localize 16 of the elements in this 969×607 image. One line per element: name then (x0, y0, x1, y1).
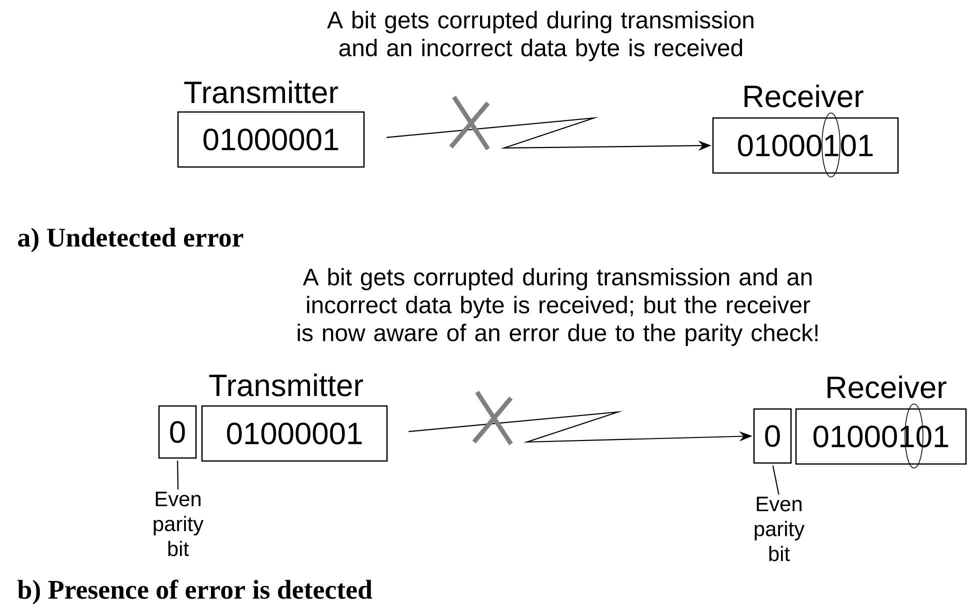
box-heading: Transmitter (184, 80, 338, 104)
box-heading: Receiver (828, 376, 946, 398)
leader-line (177, 460, 179, 490)
annotation-text: Even parity bit (754, 496, 805, 562)
caption: A bit gets corrupted during transmission and an incorrect data byte is received; but the receiver is now aware of an error due to the parity check! (298, 268, 818, 346)
section-heading: b) Presence of error is detected (18, 580, 372, 604)
data-box: 0 (158, 405, 197, 459)
data-box: 01000001 (201, 405, 388, 462)
caption: A bit gets corrupted during transmission and an incorrect data byte is received (327, 10, 754, 62)
data-box: 01000001 (177, 111, 365, 168)
data-box: 0 (753, 408, 792, 464)
box-heading: Transmitter (209, 374, 363, 396)
box-heading: Receiver (744, 84, 864, 108)
section-heading: a) Undetected error (18, 228, 244, 252)
leader-line (772, 466, 780, 495)
annotation-text: Even parity bit (154, 492, 204, 556)
